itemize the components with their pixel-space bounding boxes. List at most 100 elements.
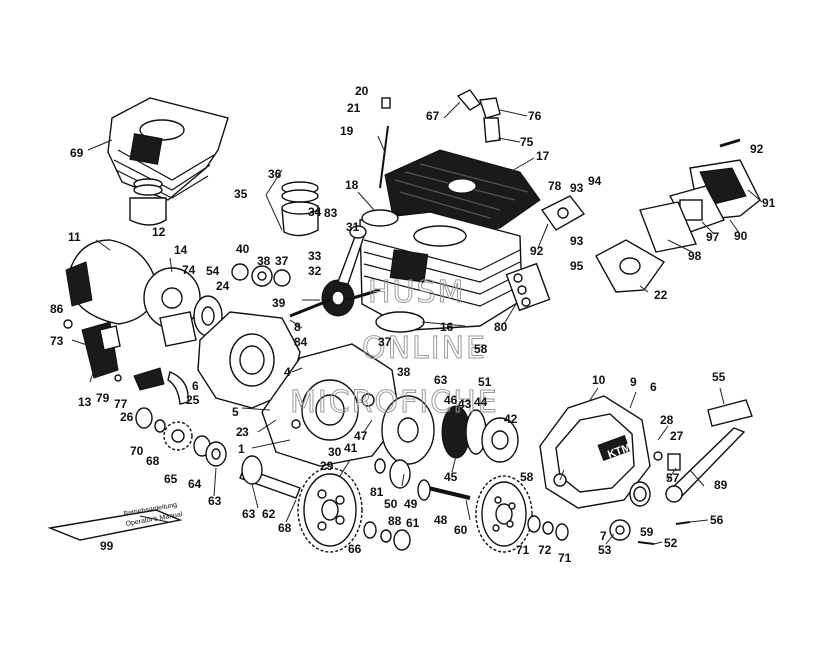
callout-label: 8 xyxy=(294,320,301,334)
watermark-line-3: MICROFICHE xyxy=(290,385,499,420)
callout-label: 25 xyxy=(186,393,200,407)
callout-label: 73 xyxy=(50,334,64,348)
clutch-pack xyxy=(381,395,519,465)
callout-label: 89 xyxy=(714,478,728,492)
stator-14 xyxy=(143,267,201,347)
callout-label: 48 xyxy=(434,513,448,527)
gasket-16 xyxy=(375,311,425,333)
callout-label: 31 xyxy=(346,220,360,234)
screw-52 xyxy=(637,541,655,545)
callout-label: 58 xyxy=(474,342,488,356)
callout-label: 20 xyxy=(355,84,369,98)
callout-labels: 1 2 3 4 5 6 6 7 8 9 10 11 12 13 14 16 17… xyxy=(50,84,776,565)
bearing-38 xyxy=(251,265,273,287)
carburetor-assembly xyxy=(639,159,761,253)
callout-label: 47 xyxy=(354,429,368,443)
watermark-line-2: ONLINE xyxy=(362,331,487,366)
callout-label: 36 xyxy=(268,167,282,181)
callout-label: 79 xyxy=(96,391,110,405)
callout-label: 29 xyxy=(320,459,334,473)
callout-label: 50 xyxy=(384,497,398,511)
washer-70 xyxy=(135,407,153,429)
cylinder-block xyxy=(359,209,523,331)
nut-27 xyxy=(667,453,681,471)
callout-label: 99 xyxy=(100,539,114,553)
callout-label: 18 xyxy=(345,178,359,192)
callout-label: 90 xyxy=(734,229,748,243)
callout-label: 9 xyxy=(630,375,637,389)
callout-label: 54 xyxy=(206,264,220,278)
crankcase-left xyxy=(197,311,301,409)
washer-88 xyxy=(380,529,392,543)
callout-label: 78 xyxy=(548,179,562,193)
spark-plug-cap xyxy=(456,89,501,143)
callout-label: 69 xyxy=(70,146,84,160)
spring-57 xyxy=(629,481,651,507)
callout-label: 84 xyxy=(294,335,308,349)
watermark: HUSM ONLINE MICROFICHE xyxy=(290,275,499,421)
primary-gear-41 xyxy=(297,467,363,553)
callout-label: 92 xyxy=(530,244,544,258)
crankcase-right xyxy=(261,343,401,467)
callout-label: 52 xyxy=(664,536,678,550)
callout-label: 35 xyxy=(234,187,248,201)
parts-artwork: KTM xyxy=(47,89,761,553)
callout-label: 4 xyxy=(284,365,291,379)
callout-label: 1 xyxy=(238,442,245,456)
callout-label: 70 xyxy=(130,444,144,458)
crankshaft-39 xyxy=(289,279,381,318)
sprocket-65 xyxy=(163,421,193,451)
callout-label: 75 xyxy=(520,135,534,149)
callout-label: 92 xyxy=(750,142,764,156)
callout-label: 24 xyxy=(216,279,230,293)
callout-label: 19 xyxy=(340,124,354,138)
callout-label: 12 xyxy=(152,225,166,239)
callout-label: 63 xyxy=(208,494,222,508)
callout-label: 80 xyxy=(494,320,508,334)
bearing-63 xyxy=(205,441,227,467)
callout-label: 41 xyxy=(344,441,358,455)
callout-label: 10 xyxy=(592,373,606,387)
callout-label: 67 xyxy=(426,109,440,123)
callout-label: 45 xyxy=(444,470,458,484)
callout-label: 26 xyxy=(120,410,134,424)
bearing-37 xyxy=(273,269,291,287)
callout-label: 28 xyxy=(660,413,674,427)
callout-label: 5 xyxy=(232,405,239,419)
piston-35 xyxy=(281,181,319,237)
callout-label: 34 xyxy=(308,205,322,219)
callout-label: 16 xyxy=(440,320,454,334)
output-shaft-62 xyxy=(239,455,301,499)
callout-label: 56 xyxy=(710,513,724,527)
bearing-40 xyxy=(231,263,249,281)
screw-28 xyxy=(653,451,663,461)
callout-label: 33 xyxy=(308,249,322,263)
flange-78 xyxy=(540,195,586,231)
cover-plate-22 xyxy=(595,239,666,293)
callout-label: 94 xyxy=(588,174,602,188)
callout-label: 62 xyxy=(262,507,276,521)
washer-72 xyxy=(542,521,554,535)
callout-label: 57 xyxy=(666,471,680,485)
callout-label: 97 xyxy=(706,230,720,244)
kickstart-gear-60 xyxy=(475,475,533,553)
callout-label: 3 xyxy=(242,425,249,439)
cylinder-head-69 xyxy=(107,97,229,201)
connecting-rod xyxy=(337,225,367,285)
callout-label: 77 xyxy=(114,397,128,411)
callout-label: 55 xyxy=(712,370,726,384)
callout-label: 93 xyxy=(570,181,584,195)
callout-label: 74 xyxy=(182,263,196,277)
leader-lines xyxy=(71,101,763,545)
screw-77 xyxy=(114,374,122,382)
callout-label: 39 xyxy=(272,296,286,310)
watermark-line-1: HUSM xyxy=(368,275,465,310)
callout-label: 98 xyxy=(688,249,702,263)
callout-label: 51 xyxy=(478,375,492,389)
ignition-coil-13 xyxy=(81,321,121,379)
callout-label: 65 xyxy=(164,472,178,486)
callout-label: 44 xyxy=(474,395,488,409)
callout-label: 71 xyxy=(516,543,530,557)
callout-label: 7 xyxy=(600,529,607,543)
